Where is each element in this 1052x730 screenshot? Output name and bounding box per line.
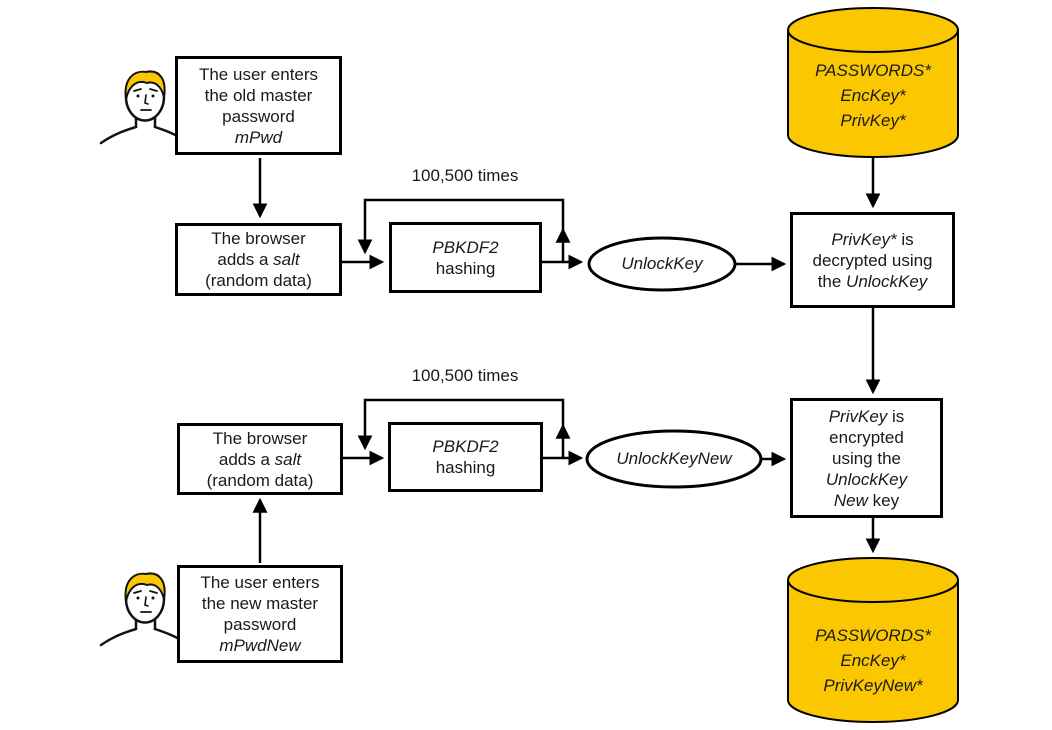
text-segment: PrivKey (828, 406, 888, 426)
text-line: the old master (204, 85, 313, 105)
text-line: password (223, 615, 297, 634)
node-privkey-encrypted: PrivKey is encrypted using the UnlockKey… (790, 398, 943, 518)
node-user-enters-old-password: The user enters the old master password … (175, 56, 342, 155)
loop2-return-arrow (357, 398, 565, 451)
text-line: PrivKeyNew* (823, 676, 923, 695)
text-line: The browser (212, 428, 308, 448)
text-segment: is (887, 406, 905, 426)
text-line: UnlockKey (825, 469, 908, 489)
text-segment: adds a (218, 449, 275, 469)
node-pbkdf2-hashing-new: PBKDF2 hashing (388, 422, 543, 492)
loop2-iterations-label: 100,500 times (411, 366, 519, 385)
unlockkeynew-ellipse (585, 429, 763, 489)
text-segment: adds a (217, 250, 274, 269)
node-pbkdf2-hashing-old: PBKDF2 hashing (389, 222, 542, 293)
node-privkey-decrypted: PrivKey* is decrypted using the UnlockKe… (790, 212, 955, 308)
user-icon (99, 572, 191, 647)
text-line: EncKey* (840, 651, 906, 670)
text-line: PASSWORDS* (815, 626, 931, 645)
text-line: PBKDF2 (432, 237, 499, 257)
text-line: mPwdNew (219, 636, 301, 655)
text-line: PrivKey* is (831, 229, 913, 250)
text-line: PASSWORDS* (815, 61, 931, 80)
text-segment: salt (274, 449, 302, 469)
text-line: mPwd (234, 127, 283, 147)
text-segment: the (817, 271, 847, 291)
text-line: New key (834, 490, 899, 511)
text-line: The user enters (200, 573, 320, 592)
database-top-label: PASSWORDS* EncKey* PrivKey* (788, 58, 958, 133)
node-user-enters-new-password: The user enters the new master password … (177, 565, 343, 663)
unlockkey-ellipse (587, 236, 737, 292)
text-line: decrypted using (812, 250, 933, 270)
text-line: (random data) (205, 271, 312, 290)
text-line: hashing (435, 458, 496, 477)
text-segment: is (896, 229, 914, 249)
text-line: hashing (435, 258, 496, 278)
database-bottom-label: PASSWORDS* EncKey* PrivKeyNew* (788, 623, 958, 698)
text-line: the UnlockKey (818, 271, 928, 292)
node-browser-adds-salt-old: The browser adds a salt (random data) (175, 223, 342, 296)
text-line: The browser (211, 229, 306, 248)
text-line: PrivKey is (829, 406, 905, 427)
text-segment: New (833, 490, 868, 510)
text-line: (random data) (206, 470, 314, 490)
text-segment: PrivKey* (831, 229, 897, 249)
database-bottom-cylinder (787, 557, 959, 723)
database-top-cylinder (787, 7, 959, 158)
text-line: using the (832, 448, 901, 468)
text-segment: salt (273, 250, 300, 269)
text-segment: key (867, 490, 900, 510)
node-browser-adds-salt-new: The browser adds a salt (random data) (177, 423, 343, 495)
loop-iterations-label: 100,500 times (411, 166, 519, 185)
unlockkey-label: UnlockKey (621, 254, 703, 273)
text-line: PrivKey* (840, 111, 906, 130)
text-line: encrypted (829, 427, 904, 447)
unlockkeynew-label: UnlockKeyNew (616, 449, 732, 468)
text-line: adds a salt (217, 249, 299, 270)
loop-return-arrow (357, 198, 565, 255)
text-line: password (222, 106, 295, 126)
text-line: adds a salt (219, 449, 301, 470)
text-line: the new master (201, 594, 319, 613)
text-line: PBKDF2 (432, 437, 499, 456)
text-line: The user enters (198, 64, 319, 84)
text-segment: UnlockKey (846, 271, 928, 291)
text-line: EncKey* (840, 86, 906, 105)
